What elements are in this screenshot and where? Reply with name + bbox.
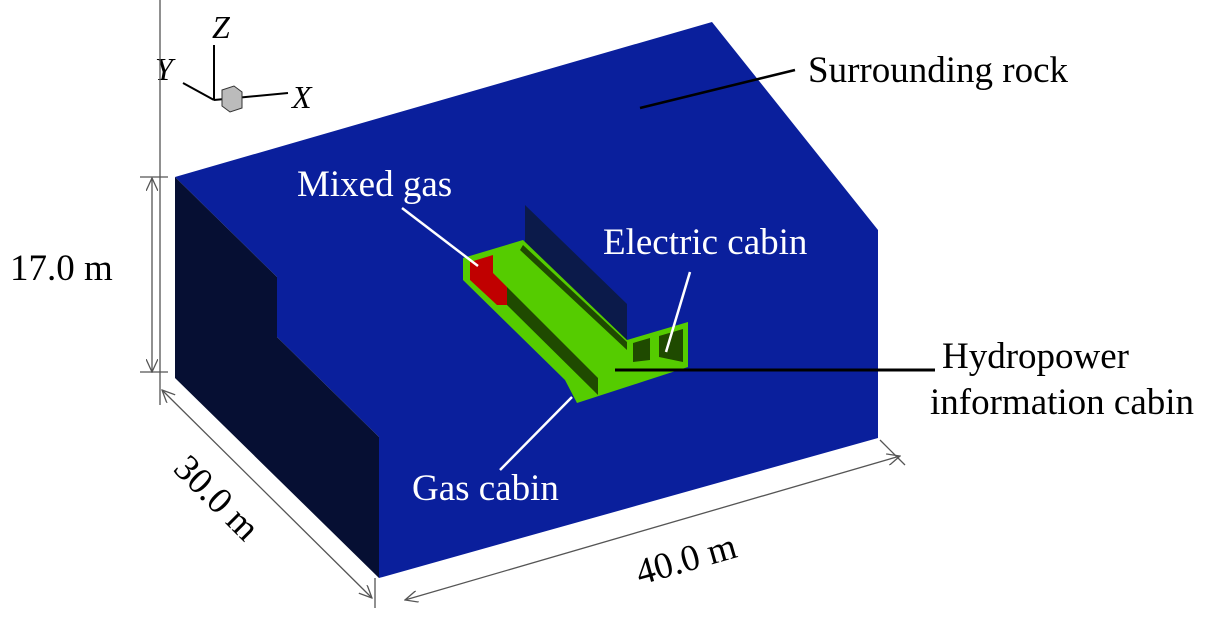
label-gas-cabin: Gas cabin: [412, 468, 559, 509]
label-mixed-gas: Mixed gas: [297, 164, 452, 205]
axis-z-label: Z: [212, 9, 231, 45]
dimension-height: [140, 176, 168, 372]
label-hydropower-line1: Hydropower: [942, 336, 1129, 377]
label-hydropower-line2: information cabin: [930, 382, 1194, 423]
axis-y-label: Y: [155, 51, 176, 87]
tunnel-floor: [463, 240, 688, 403]
gas-cabin-channel: [507, 287, 598, 395]
dimension-depth: [159, 0, 376, 608]
tunnel-wall-shadow: [520, 245, 627, 350]
dimension-height-label: 17.0 m: [10, 248, 113, 289]
dimension-depth-label: 30.0 m: [166, 447, 268, 549]
axis-triad-icon: [182, 45, 289, 113]
electric-compartment-2: [659, 329, 683, 362]
tunnel-dark-wall: [525, 205, 627, 342]
label-surrounding-rock: Surrounding rock: [808, 50, 1068, 91]
mixed-gas-block: [470, 255, 507, 305]
leader-surrounding-rock: [639, 68, 796, 110]
leader-mixed-gas: [401, 207, 479, 267]
dimension-width: [405, 439, 906, 600]
electric-compartment-1: [633, 338, 650, 362]
label-electric-cabin: Electric cabin: [603, 222, 807, 263]
leader-electric-cabin: [664, 271, 692, 353]
dimension-width-label: 40.0 m: [631, 526, 741, 594]
axis-x-label: X: [290, 79, 313, 115]
